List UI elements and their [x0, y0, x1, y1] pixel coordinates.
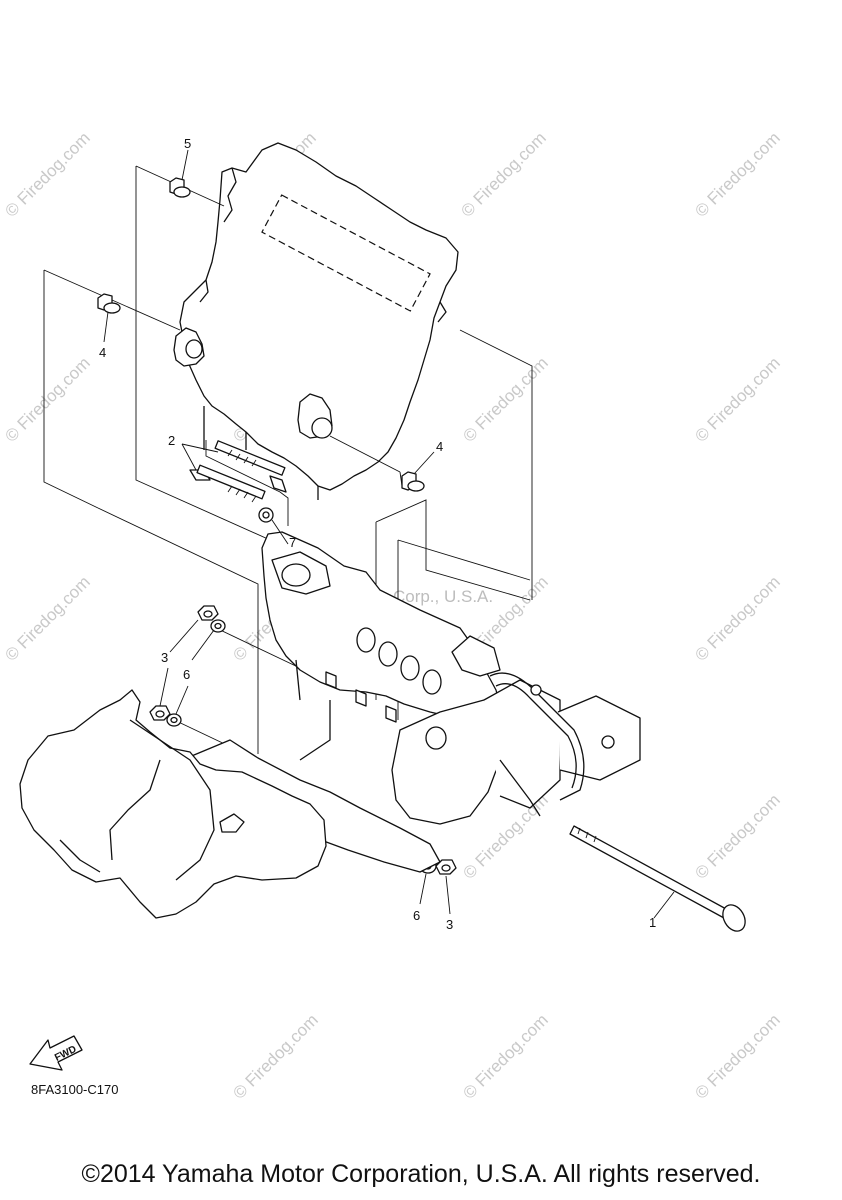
callout-3-upper: 3: [159, 619, 199, 707]
watermark-text: © Firedog.com: [1, 572, 93, 664]
watermark-text: © Firedog.com: [691, 1010, 783, 1102]
frame-crossmember: [181, 659, 641, 873]
diagram-code: 8FA3100-C170: [31, 1082, 119, 1097]
callout-label-3-bottom: 3: [446, 917, 453, 932]
callout-2: 2: [168, 433, 219, 471]
nut-3-lower: [149, 705, 171, 721]
engine-block: [173, 142, 459, 500]
callout-6-bottom: 6: [413, 873, 427, 923]
watermark-text: © Firedog.com: [691, 128, 783, 220]
copyright-notice: ©2014 Yamaha Motor Corporation, U.S.A. A…: [81, 1160, 761, 1188]
callout-5: 5: [181, 136, 191, 181]
watermark-text: © Firedog.com: [1, 128, 93, 220]
washer-6-upper: [210, 619, 226, 633]
bolt-5: [169, 177, 191, 198]
callout-label-5: 5: [184, 136, 191, 151]
watermark-text: © Firedog.com: [457, 128, 549, 220]
callout-6-upper: 6: [175, 629, 215, 715]
bolt-2-upper: [214, 440, 287, 493]
watermark-text: © Firedog.com: [459, 1010, 551, 1102]
callout-3-bottom: 3: [445, 875, 453, 932]
callout-4-upper: 4: [99, 311, 109, 360]
callout-label-1: 1: [649, 915, 656, 930]
callout-4-right: 4: [413, 439, 443, 475]
callout-label-4-right: 4: [436, 439, 443, 454]
collar-7: [258, 507, 274, 523]
callout-label-6-bottom: 6: [413, 908, 420, 923]
bolt-2-lower: [189, 464, 266, 503]
callout-label-3-upper: 3: [161, 650, 168, 665]
engine-bracket: [261, 531, 501, 723]
fwd-arrow-icon: FWD: [29, 1035, 83, 1071]
callout-1: 1: [649, 891, 675, 930]
callout-label-2: 2: [168, 433, 175, 448]
through-bolt-1: [569, 825, 746, 932]
callout-label-7: 7: [289, 535, 296, 550]
callout-7: 7: [271, 519, 296, 550]
watermark-text: © Firedog.com: [229, 1010, 321, 1102]
callout-label-6-upper: 6: [183, 667, 190, 682]
watermark-text: © Firedog.com: [459, 353, 551, 445]
watermark-text: © Firedog.com: [691, 353, 783, 445]
nut-3-bottom: [435, 859, 457, 875]
nut-3-upper: [197, 605, 219, 621]
callout-label-4-upper: 4: [99, 345, 106, 360]
watermark-text: © Firedog.com: [1, 353, 93, 445]
bolt-4-upper: [97, 293, 121, 314]
bolt-4-right: [401, 471, 425, 492]
lower-frame-left: [19, 689, 327, 919]
watermark-text: © Firedog.com: [691, 790, 783, 882]
watermark-text: © Firedog.com: [691, 572, 783, 664]
washer-6-lower: [166, 713, 182, 727]
